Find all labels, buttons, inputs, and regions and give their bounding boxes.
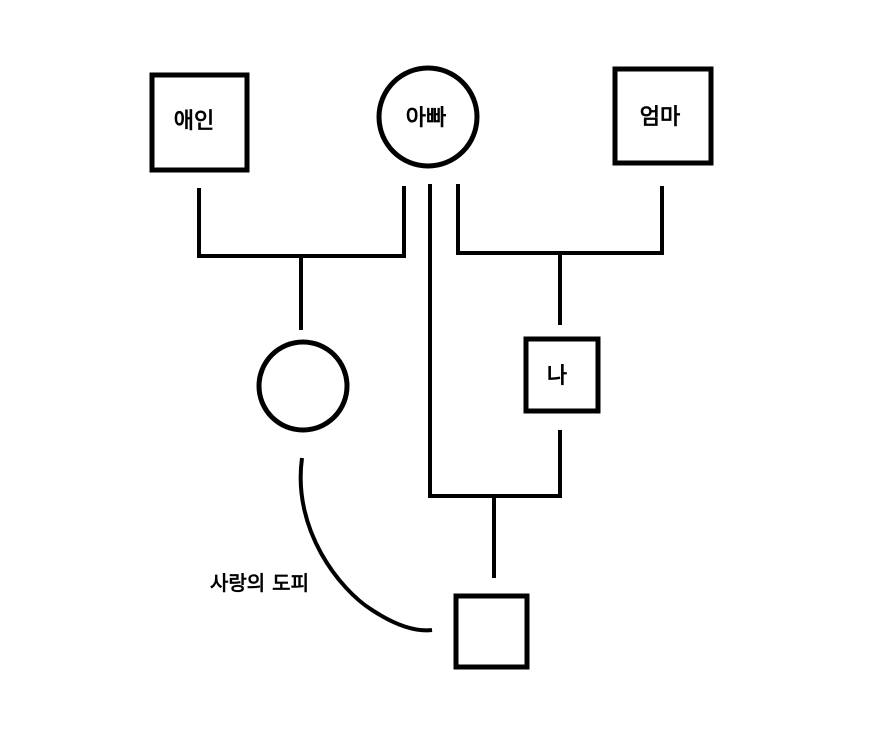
escape-of-love-curve: [298, 457, 433, 633]
connector-father-mother: [456, 184, 664, 325]
father-label: 아빠: [406, 106, 446, 131]
node-father: 아빠: [376, 65, 480, 169]
lover-label: 애인: [174, 109, 214, 134]
node-lover: 애인: [149, 72, 250, 173]
child-square: [453, 593, 530, 670]
half-sibling-circle: [256, 339, 350, 433]
connector-father-me: [428, 184, 562, 578]
mother-label: 엄마: [640, 105, 681, 130]
escape-of-love-label: 사랑의 도피: [210, 571, 309, 595]
node-child: [453, 593, 530, 670]
me-square: [523, 336, 601, 414]
mother-square: [612, 66, 714, 166]
connector-lover-father: [197, 186, 406, 330]
node-me: 나: [523, 336, 601, 414]
node-mother: 엄마: [612, 66, 714, 166]
father-circle: [376, 65, 480, 169]
me-label: 나: [547, 364, 567, 389]
node-half-sibling: [256, 339, 350, 433]
lover-square: [149, 72, 250, 173]
